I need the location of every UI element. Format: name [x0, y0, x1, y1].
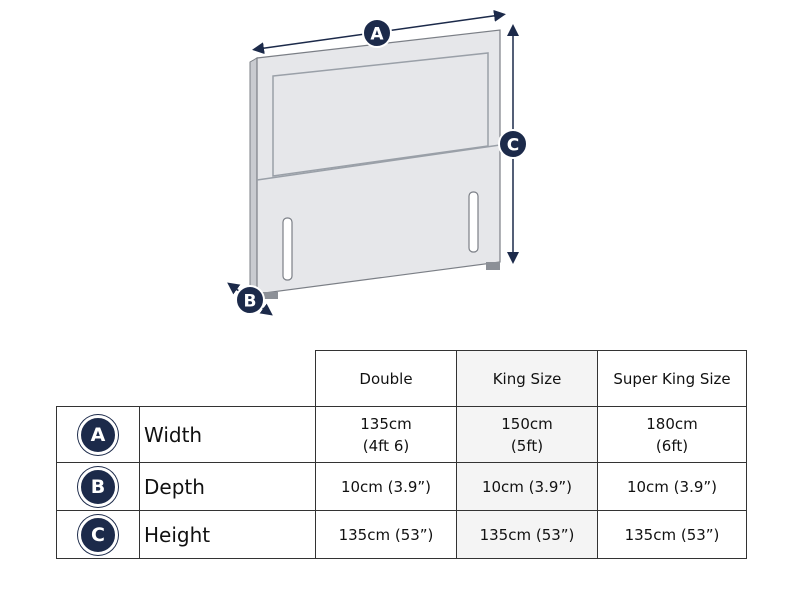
value-line: (6ft): [655, 436, 689, 455]
row-label-height: Height: [139, 510, 316, 559]
badge-b-icon: B: [78, 466, 118, 507]
svg-text:B: B: [244, 292, 257, 312]
badge-a: A: [362, 18, 392, 48]
value-cell: 135cm (4ft 6): [315, 406, 457, 463]
left-strut-slot: [282, 217, 293, 281]
value-line: 135cm (53”): [479, 525, 575, 544]
table-row-height: C Height 135cm (53”) 135cm (53”) 135cm (…: [56, 510, 747, 559]
value-cell: 180cm (6ft): [597, 406, 747, 463]
right-foot: [486, 262, 500, 270]
badge-a-icon: A: [78, 414, 118, 455]
header-double: Double: [315, 350, 457, 407]
value-cell: 10cm (3.9”): [456, 462, 598, 511]
header-super-king-size: Super King Size: [597, 350, 747, 407]
value-line: 135cm: [360, 414, 412, 433]
svg-text:A: A: [370, 25, 384, 45]
badge-b: B: [235, 285, 265, 315]
value-cell: 135cm (53”): [597, 510, 747, 559]
value-line: 10cm (3.9”): [340, 477, 432, 496]
value-line: 135cm (53”): [338, 525, 434, 544]
dimensions-table: Double King Size Super King Size A Width…: [56, 350, 747, 559]
badge-c-icon: C: [78, 514, 118, 555]
value-line: (5ft): [510, 436, 544, 455]
empty-corner-cell: [57, 351, 140, 407]
headboard-divider: [256, 144, 501, 181]
row-label-width: Width: [139, 406, 316, 463]
value-cell: 10cm (3.9”): [597, 462, 747, 511]
value-line: 135cm (53”): [624, 525, 720, 544]
empty-corner-cell: [140, 351, 316, 407]
badge-cell: B: [56, 462, 140, 511]
value-cell: 135cm (53”): [315, 510, 457, 559]
value-cell: 135cm (53”): [456, 510, 598, 559]
badge-cell: A: [56, 406, 140, 463]
badge-cell: C: [56, 510, 140, 559]
table-header-row: Double King Size Super King Size: [57, 350, 747, 407]
header-king-size: King Size: [456, 350, 598, 407]
row-label-depth: Depth: [139, 462, 316, 511]
table-row-width: A Width 135cm (4ft 6) 150cm (5ft) 180cm …: [56, 406, 747, 463]
value-cell: 150cm (5ft): [456, 406, 598, 463]
badge-c: C: [498, 129, 528, 159]
value-line: 10cm (3.9”): [626, 477, 718, 496]
table-row-depth: B Depth 10cm (3.9”) 10cm (3.9”) 10cm (3.…: [56, 462, 747, 511]
value-cell: 10cm (3.9”): [315, 462, 457, 511]
value-line: 150cm: [501, 414, 553, 433]
value-line: (4ft 6): [362, 436, 410, 455]
value-line: 180cm: [646, 414, 698, 433]
svg-text:C: C: [507, 136, 519, 156]
right-strut-slot: [468, 191, 479, 253]
value-line: 10cm (3.9”): [481, 477, 573, 496]
headboard-diagram: A C B: [227, 9, 528, 316]
headboard-side: [249, 57, 258, 297]
